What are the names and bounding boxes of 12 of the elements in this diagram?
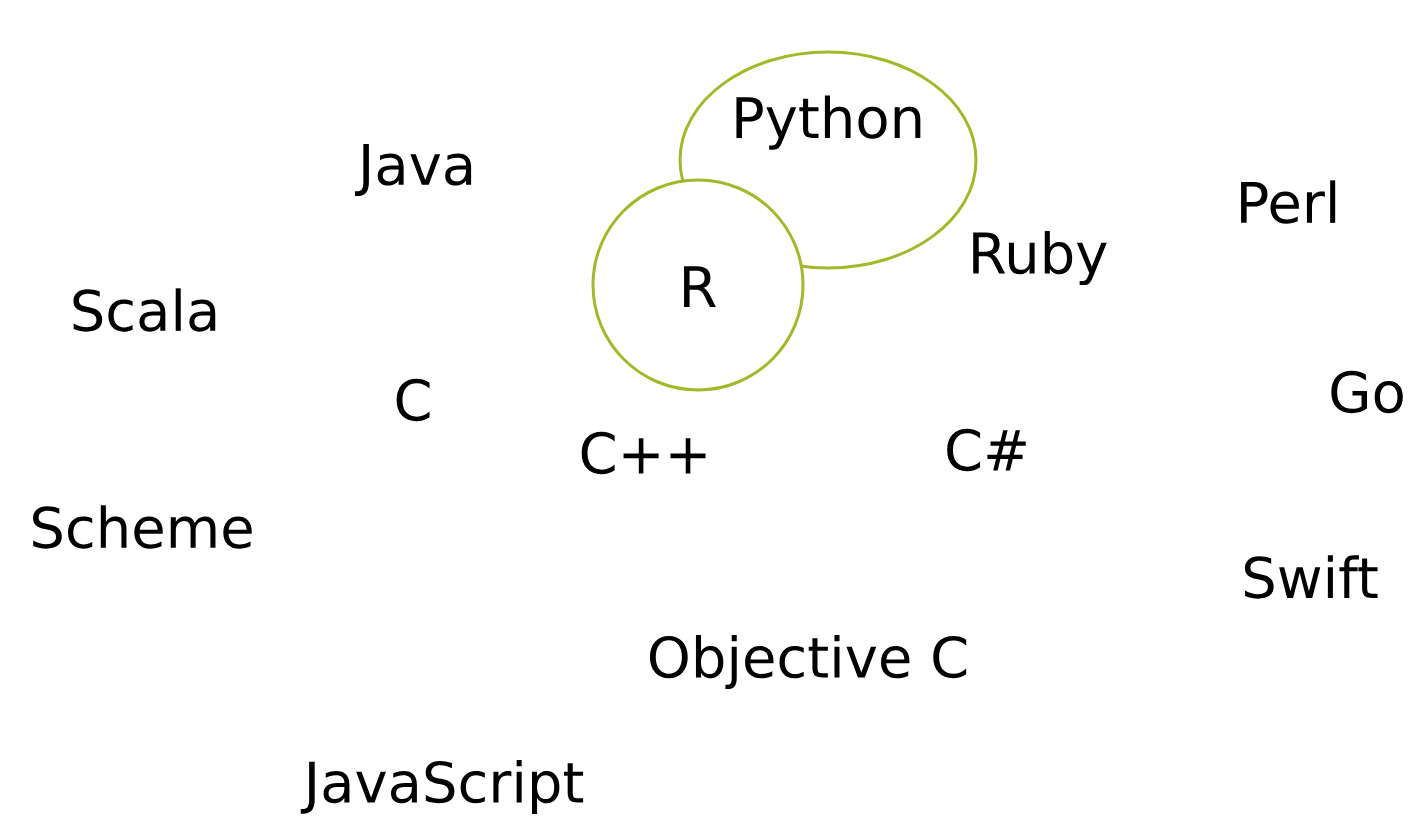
language-name: C <box>396 378 430 422</box>
language-name: Scala <box>73 288 216 332</box>
circle-node: R <box>591 178 805 392</box>
language-name: Go <box>1331 370 1403 414</box>
language-name: Perl <box>1241 180 1336 224</box>
language-name: Swift <box>1244 555 1378 599</box>
language-name: Java <box>354 144 472 196</box>
language-name: Objective C <box>649 634 967 690</box>
language-name: Scheme <box>33 505 252 549</box>
language-name: C++ <box>581 431 706 475</box>
language-name: C# <box>947 428 1026 472</box>
language-name: JavaScript <box>300 759 584 815</box>
